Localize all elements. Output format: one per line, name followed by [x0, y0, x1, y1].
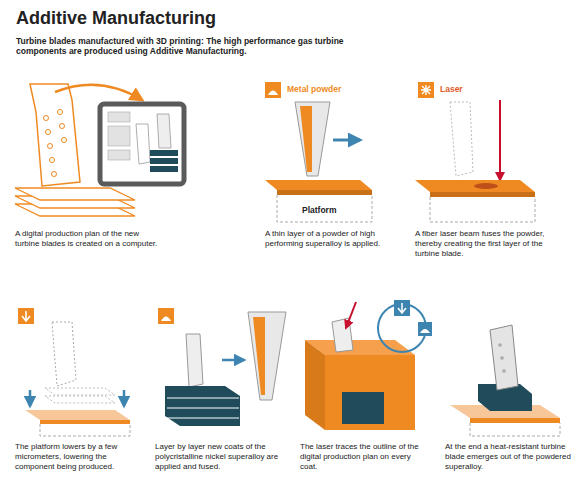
panel-laser	[415, 82, 535, 222]
cooling-hole	[46, 130, 51, 135]
powder-recoater	[295, 102, 330, 176]
panel-trace	[305, 300, 432, 430]
metal-powder	[300, 106, 312, 172]
cooling-hole	[500, 356, 504, 360]
transfer-arrow	[55, 85, 142, 100]
layer-stack	[150, 166, 178, 172]
cycle-icon	[394, 300, 410, 316]
turbine-blade	[30, 84, 80, 186]
cooling-hole	[52, 172, 57, 177]
blade-outline	[450, 102, 473, 176]
computer-monitor	[100, 104, 184, 184]
part-label: Metal powder	[287, 84, 341, 94]
cooling-hole	[60, 124, 65, 129]
cooling-hole	[58, 110, 63, 115]
layer-stack	[165, 386, 240, 426]
motion-arrow	[222, 359, 244, 362]
powder-bed	[305, 340, 325, 430]
platform	[415, 180, 535, 192]
turbine-blade	[186, 334, 203, 387]
step-icon	[418, 82, 434, 98]
caption: Turbine blades manufactured with 3D prin…	[16, 36, 361, 57]
powder-icon	[420, 329, 430, 333]
cooling-hole	[48, 144, 53, 149]
build-chamber	[277, 195, 372, 222]
step-description: The laser traces the outline of the digi…	[300, 442, 428, 471]
step-description: A digital production plan of the new tur…	[15, 229, 165, 249]
blade-model	[157, 114, 171, 148]
turbine-blade	[332, 318, 353, 352]
powder-recoater	[248, 312, 286, 400]
laser-icon	[421, 85, 431, 95]
powder-icon	[268, 91, 278, 96]
build-plate	[15, 188, 135, 200]
blade-outline	[52, 322, 76, 386]
layer-stack	[150, 150, 178, 156]
part-label: Platform	[302, 205, 336, 215]
window-panel	[108, 112, 130, 122]
platform	[470, 418, 560, 423]
layer-stack	[150, 158, 178, 164]
down-icon	[398, 303, 406, 313]
title: Additive Manufacturing	[16, 8, 216, 30]
panel-result	[450, 325, 560, 436]
step-description: At the end a heat-resistant turbine blad…	[445, 442, 573, 471]
build-chamber	[40, 424, 130, 436]
layer-outline	[45, 388, 115, 395]
platform	[265, 180, 372, 190]
motion-arrow	[333, 139, 360, 142]
powder-bed	[325, 355, 415, 430]
step-description: A fiber laser beam fuses the powder, the…	[415, 229, 547, 258]
layer-gap	[167, 398, 239, 399]
step-description: A thin layer of a powder of high perform…	[265, 229, 387, 249]
panel-layers	[158, 308, 286, 426]
step-description: The platform lowers by a few micrometers…	[15, 442, 143, 471]
step-icon	[265, 82, 281, 98]
platform	[40, 420, 130, 424]
step-description: Layer by layer new coats of the polycris…	[155, 442, 283, 471]
motion-arrow	[29, 390, 32, 406]
turbine-blade	[490, 325, 518, 390]
cooling-hole	[44, 116, 49, 121]
blade-model	[136, 124, 150, 164]
cooling-hole	[502, 369, 506, 373]
fused-layer	[474, 183, 498, 189]
step-icon	[18, 308, 34, 324]
layer-outline	[45, 396, 115, 403]
build-chamber	[470, 423, 560, 436]
panel-lower	[18, 308, 130, 436]
cooling-hole	[498, 343, 502, 347]
layer-stack	[342, 392, 384, 424]
step-icon	[158, 308, 174, 324]
cooling-hole	[50, 158, 55, 163]
platform	[430, 192, 535, 197]
motion-arrow	[123, 390, 126, 406]
powder-icon	[161, 317, 171, 322]
panel-powder	[265, 82, 372, 222]
platform	[25, 410, 130, 420]
part-label: Laser	[440, 84, 463, 94]
layer-gap	[167, 408, 239, 409]
laser-beam	[346, 302, 356, 328]
window-panel	[108, 150, 130, 160]
build-chamber	[430, 197, 535, 222]
cooling-hole	[62, 138, 67, 143]
cycle-icon	[418, 322, 432, 336]
window-panel	[108, 126, 130, 146]
panel-computer	[15, 84, 184, 216]
down-icon	[22, 311, 30, 321]
metal-powder	[253, 317, 265, 395]
platform	[277, 190, 372, 195]
laser-beam	[499, 100, 501, 180]
layer-gap	[167, 418, 239, 419]
